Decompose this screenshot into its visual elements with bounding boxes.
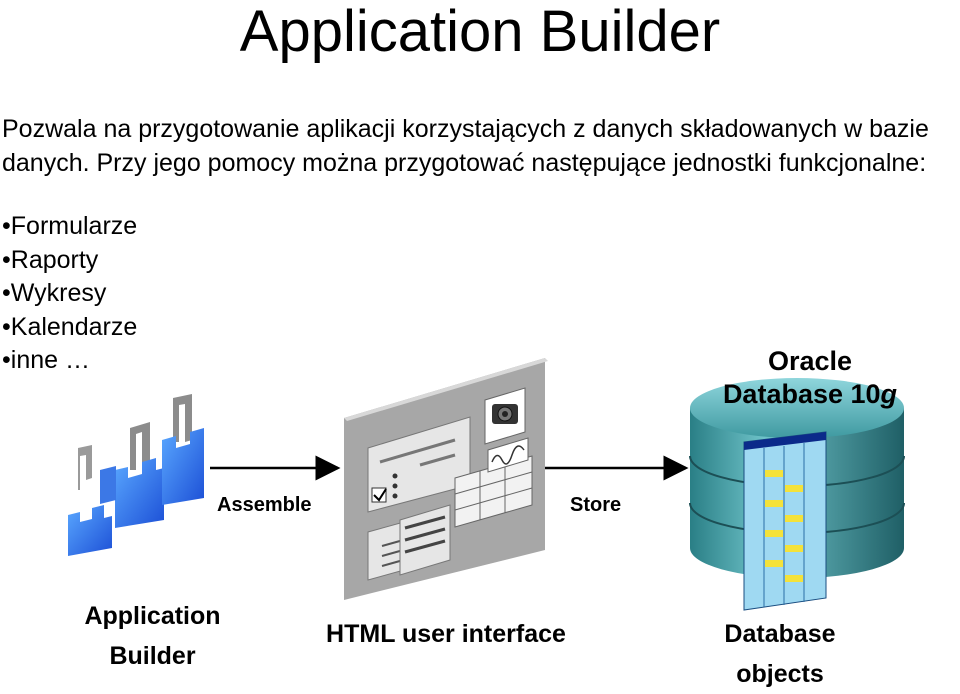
caption-line: Builder xyxy=(109,642,196,670)
list-item: inne … xyxy=(2,344,137,378)
caption-line: objects xyxy=(736,660,824,688)
list-item: Formularze xyxy=(2,210,137,244)
caption-line: Application xyxy=(84,602,221,630)
caption-database-objects: Database objects xyxy=(690,614,870,694)
assemble-label: Assemble xyxy=(217,494,312,516)
caption-line: Database xyxy=(724,620,836,648)
caption-application-builder: Application Builder xyxy=(60,596,245,676)
html-forms-icon xyxy=(344,358,548,600)
list-item: Wykresy xyxy=(2,277,137,311)
puzzle-blocks-icon xyxy=(68,394,204,556)
database-cylinder-icon xyxy=(689,378,905,611)
camera-icon xyxy=(492,404,518,424)
intro-text: Pozwala na przygotowanie aplikacji korzy… xyxy=(2,115,929,177)
checkmark-icon xyxy=(371,487,387,503)
database-title: Oracle Database 10g xyxy=(700,345,920,411)
database-line2: Database 10g xyxy=(700,378,920,411)
list-item: Raporty xyxy=(2,244,137,278)
store-label: Store xyxy=(570,494,622,516)
database-line1: Oracle xyxy=(767,346,853,376)
caption-html-ui: HTML user interface xyxy=(326,620,566,648)
list-item: Kalendarze xyxy=(2,311,137,345)
database-line2-prefix: Database 10 xyxy=(722,379,881,409)
feature-list: Formularze Raporty Wykresy Kalendarze in… xyxy=(2,210,137,378)
slide-title: Application Builder xyxy=(239,0,721,64)
database-line2-suffix: g xyxy=(880,379,898,409)
